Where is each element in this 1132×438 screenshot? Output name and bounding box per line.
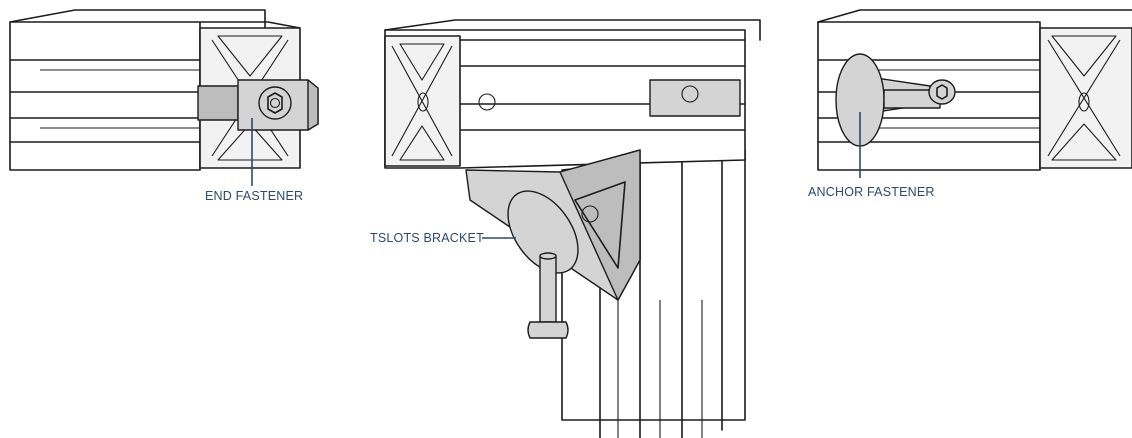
end-fastener-label: END FASTENER [205,189,303,203]
anchor-fastener-part [835,53,956,147]
anchor-fastener-label: ANCHOR FASTENER [808,185,935,199]
tslots-bracket-illustration: TSLOTS BRACKET [370,19,761,438]
anchor-fastener-illustration: ANCHOR FASTENER [808,9,1132,199]
end-fastener-illustration: END FASTENER [9,9,319,203]
bracket-screw [527,252,569,339]
tslots-bracket-part [465,149,641,301]
end-fastener-part [197,79,319,131]
tslots-bracket-label: TSLOTS BRACKET [370,231,484,245]
